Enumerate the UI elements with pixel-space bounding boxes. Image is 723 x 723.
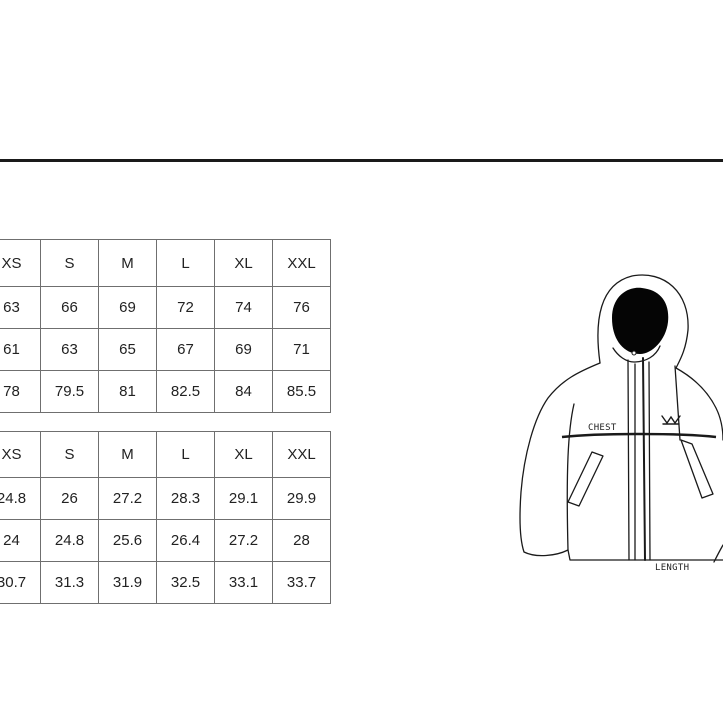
table-cell: 29.9 [272,477,331,520]
size-table-inch: XS S M L XL XXL 24.8 26 27.2 28.3 29.1 2… [0,431,331,604]
table-row: 61 63 65 67 69 71 [0,328,331,371]
table-row: 30.7 31.3 31.9 32.5 33.1 33.7 [0,561,331,604]
table-cell: 82.5 [156,370,215,413]
table-row: 24.8 26 27.2 28.3 29.1 29.9 [0,477,331,520]
jacket-body-outline [519,362,723,561]
table-cell: 61 [0,328,41,371]
header-cell: XS [0,431,41,478]
table-cell: 79.5 [40,370,99,413]
chest-label: CHEST [588,423,617,433]
hood-opening [612,287,669,354]
jacket-illustration: CHEST LENGTH [519,274,723,573]
table-header-row: XS S M L XL XXL [0,239,331,287]
header-cell: L [156,431,215,478]
header-cell: M [98,239,157,287]
table-cell: 31.3 [40,561,99,604]
chest-measure-line [561,432,717,439]
header-cell: XS [0,239,41,287]
table-row: 24 24.8 25.6 26.4 27.2 28 [0,519,331,562]
table-cell: 72 [156,286,215,329]
table-cell: 27.2 [98,477,157,520]
table-cell: 29.1 [214,477,273,520]
header-cell: S [40,239,99,287]
hood-outline [597,274,689,369]
table-cell: 63 [40,328,99,371]
header-cell: XXL [272,239,331,287]
table-cell: 66 [40,286,99,329]
table-cell: 25.6 [98,519,157,562]
size-table-cm: XS S M L XL XXL 63 66 69 72 74 76 61 63 … [0,239,331,413]
header-cell: M [98,431,157,478]
table-cell: 24.8 [0,477,41,520]
table-row: 63 66 69 72 74 76 [0,286,331,329]
table-cell: 30.7 [0,561,41,604]
brand-logo-icon [661,415,681,425]
table-cell: 69 [214,328,273,371]
header-cell: XXL [272,431,331,478]
length-label: LENGTH [655,563,689,573]
table-cell: 85.5 [272,370,331,413]
header-cell: L [156,239,215,287]
table-cell: 84 [214,370,273,413]
right-sleeve-outline [675,367,723,441]
table-cell: 24 [0,519,41,562]
table-cell: 33.7 [272,561,331,604]
table-cell: 28 [272,519,331,562]
table-cell: 27.2 [214,519,273,562]
table-cell: 69 [98,286,157,329]
header-cell: XL [214,431,273,478]
top-divider-line [0,159,723,162]
table-header-row: XS S M L XL XXL [0,431,331,478]
header-cell: XL [214,239,273,287]
table-cell: 26 [40,477,99,520]
table-cell: 71 [272,328,331,371]
left-pocket [567,451,604,507]
table-cell: 81 [98,370,157,413]
table-cell: 32.5 [156,561,215,604]
table-cell: 28.3 [156,477,215,520]
length-measure-line [642,357,646,561]
table-cell: 67 [156,328,215,371]
table-cell: 33.1 [214,561,273,604]
table-cell: 78 [0,370,41,413]
table-row: 78 79.5 81 82.5 84 85.5 [0,370,331,413]
table-cell: 31.9 [98,561,157,604]
header-cell: S [40,431,99,478]
table-cell: 76 [272,286,331,329]
table-cell: 26.4 [156,519,215,562]
table-cell: 74 [214,286,273,329]
zipper-line [627,359,630,561]
table-cell: 63 [0,286,41,329]
table-cell: 24.8 [40,519,99,562]
table-cell: 65 [98,328,157,371]
right-pocket [680,439,714,499]
